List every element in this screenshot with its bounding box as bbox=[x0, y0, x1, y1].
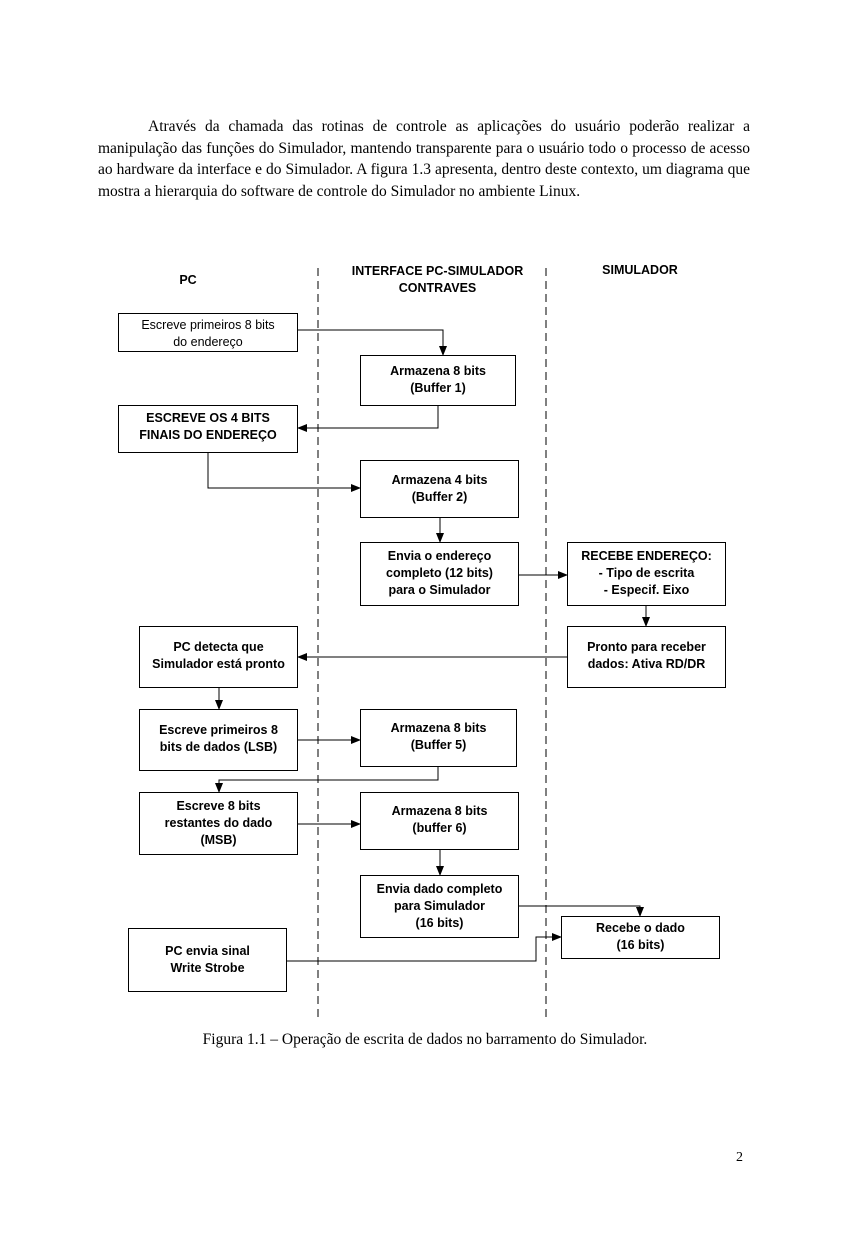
box-pc-detect-ready: PC detecta que Simulador está pronto bbox=[139, 626, 298, 688]
intro-paragraph: Através da chamada das rotinas de contro… bbox=[98, 118, 750, 200]
column-header-simulador: SIMULADOR bbox=[602, 263, 678, 277]
column-header-interface: INTERFACE PC-SIMULADOR CONTRAVES bbox=[351, 264, 524, 295]
box-sim-receive-address: RECEBE ENDEREÇO: - Tipo de escrita - Esp… bbox=[567, 542, 726, 606]
box-if-send-address: Envia o endereço completo (12 bits) para… bbox=[360, 542, 519, 606]
box-if-store-buffer-5: Armazena 8 bits (Buffer 5) bbox=[360, 709, 517, 767]
box-pc-write-msb: Escreve 8 bits restantes do dado (MSB) bbox=[139, 792, 298, 855]
arrow-if6-to-sim3 bbox=[519, 905, 644, 917]
box-if-store-buffer-2: Armazena 4 bits (Buffer 2) bbox=[360, 460, 519, 518]
figure-caption: Figura 1.1 – Operação de escrita de dado… bbox=[202, 1031, 648, 1048]
box-sim-receive-data: Recebe o dado (16 bits) bbox=[561, 916, 720, 959]
column-header-pc: PC bbox=[179, 273, 197, 287]
box-pc-write-first-address-bits: Escreve primeiros 8 bits do endereço bbox=[118, 313, 298, 352]
arrow-if4-to-pc5 bbox=[215, 766, 439, 793]
box-sim-ready-rd-dr: Pronto para receber dados: Ativa RD/DR bbox=[567, 626, 726, 688]
box-pc-write-lsb: Escreve primeiros 8 bits de dados (LSB) bbox=[139, 709, 298, 771]
box-pc-write-final-address-bits: ESCREVE OS 4 BITS FINAIS DO ENDEREÇO bbox=[118, 405, 298, 453]
box-pc-send-write-strobe: PC envia sinal Write Strobe bbox=[128, 928, 287, 992]
arrow-pc2-to-if2 bbox=[207, 452, 361, 492]
box-if-store-buffer-1: Armazena 8 bits (Buffer 1) bbox=[360, 355, 516, 406]
arrow-pc6-to-sim3 bbox=[287, 933, 562, 962]
box-if-store-buffer-6: Armazena 8 bits (buffer 6) bbox=[360, 792, 519, 850]
arrow-if1-to-pc2 bbox=[297, 405, 439, 432]
arrow-pc1-to-if1 bbox=[297, 329, 447, 356]
box-if-send-data: Envia dado completo para Simulador (16 b… bbox=[360, 875, 519, 938]
page-number: 2 bbox=[736, 1150, 743, 1165]
